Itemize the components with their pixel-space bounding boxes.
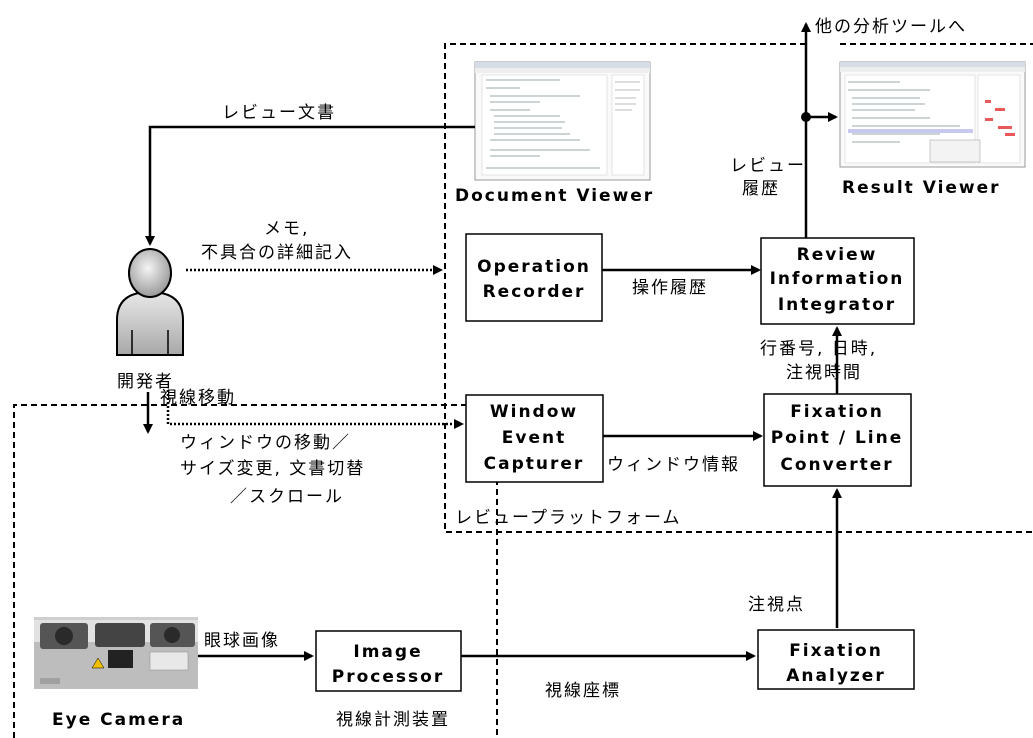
developer-label: 開発者 (117, 372, 174, 392)
line-number-label-2: 注視時間 (786, 363, 862, 383)
integrator-line-1: Review (797, 245, 878, 265)
arrow-window-event (166, 390, 464, 429)
developer-person-icon (116, 248, 184, 356)
gaze-coordinate-label: 視線座標 (545, 681, 621, 701)
image-processor-line-2: Processor (332, 667, 444, 687)
review-history-label-1: レビュー (730, 156, 806, 176)
fixation-analyzer-box (757, 629, 915, 690)
window-move-label-2: サイズ変更, 文書切替 (180, 459, 365, 479)
fixation-point-label: 注視点 (748, 595, 805, 615)
converter-line-2: Point / Line (771, 428, 904, 448)
other-tools-label: 他の分析ツールへ (815, 17, 967, 37)
eye-camera-label: Eye Camera (52, 710, 185, 730)
operation-recorder-line-2: Recorder (483, 282, 586, 302)
review-history-label-2: 履歴 (742, 179, 780, 199)
capturer-line-2: Event (502, 428, 566, 448)
memo-label-2: 不具合の詳細記入 (201, 243, 353, 263)
gaze-movement-label: 視線移動 (160, 388, 236, 408)
review-platform-boundary (444, 43, 1033, 533)
gaze-device-label: 視線計測装置 (336, 710, 450, 730)
document-viewer-screenshot (474, 61, 651, 181)
integrator-line-3: Integrator (778, 295, 896, 315)
result-viewer-label: Result Viewer (842, 178, 1001, 198)
window-move-label-1: ウィンドウの移動／ (180, 433, 351, 453)
window-move-label-3: ／スクロール (230, 487, 344, 507)
review-information-integrator-box (760, 237, 915, 325)
eye-camera-photo (34, 617, 198, 689)
operation-recorder-line-1: Operation (477, 257, 591, 277)
line-number-label-1: 行番号, 日時, (760, 339, 877, 359)
memo-label-1: メモ, (264, 219, 309, 239)
arrow-review-document (145, 125, 475, 246)
capturer-line-3: Capturer (484, 454, 585, 474)
fixation-analyzer-line-1: Fixation (789, 641, 883, 661)
converter-line-3: Converter (780, 455, 893, 475)
fixation-converter-box (763, 393, 912, 487)
gaze-device-boundary (13, 404, 498, 738)
operation-recorder-box (465, 233, 603, 322)
eye-image-label: 眼球画像 (204, 631, 280, 651)
image-processor-line-1: Image (353, 642, 422, 662)
review-document-label: レビュー文書 (222, 103, 336, 123)
window-event-capturer-box (465, 394, 604, 483)
fixation-analyzer-line-2: Analyzer (786, 666, 885, 686)
review-platform-label: レビュープラットフォーム (455, 508, 681, 528)
operation-history-label: 操作履歴 (632, 278, 708, 298)
converter-line-1: Fixation (790, 402, 884, 422)
document-viewer-label: Document Viewer (455, 186, 654, 206)
capturer-line-1: Window (490, 402, 578, 422)
window-info-label: ウィンドウ情報 (607, 455, 740, 475)
integrator-line-2: Information (770, 269, 905, 289)
image-processor-box (315, 630, 462, 692)
result-viewer-screenshot (839, 61, 1026, 168)
